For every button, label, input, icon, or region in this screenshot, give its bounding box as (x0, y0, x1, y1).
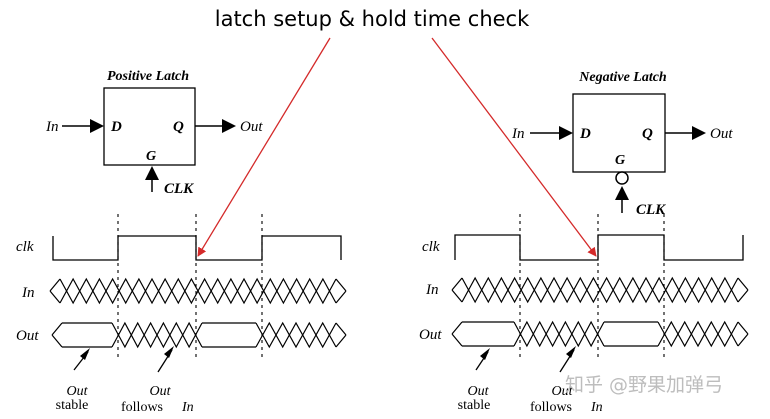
right-stable-out-word: Out (468, 384, 490, 399)
positive-latch-waveforms: clk In Out Out stable Out follows In (16, 214, 347, 415)
right-follows-pointer-head (566, 346, 576, 358)
bus-taper (335, 322, 347, 348)
negative-latch-symbol: Negative Latch In D Q G Out CLK (511, 70, 733, 218)
left-in-waveform (49, 277, 347, 305)
arrow-to-negative-edge (431, 37, 597, 257)
negative-latch-clk-label: CLK (636, 202, 666, 218)
bus-taper (335, 278, 347, 304)
positive-latch-d-pin: D (110, 119, 122, 135)
watermark: 知乎 @野果加弹弓 (565, 374, 723, 396)
negative-latch-waveforms: clk In Out Out stable Out follows In (419, 214, 749, 415)
positive-latch-out-label: Out (240, 119, 263, 135)
negative-latch-clk-arrow (615, 186, 629, 200)
left-clk-label: clk (16, 239, 34, 255)
bus-crossing-line (657, 320, 739, 348)
left-follows-text: follows (121, 400, 163, 415)
positive-latch-symbol: Positive Latch In D Q G Out CLK (45, 69, 263, 197)
right-in-waveform (451, 276, 749, 304)
bus-crossing-line (111, 321, 203, 349)
right-follows-out-word: Out (552, 384, 574, 399)
bus-crossing-line (59, 277, 337, 305)
left-stable-out-word: Out (67, 384, 89, 399)
bus-taper (51, 322, 63, 348)
bus-crossing-line (657, 320, 739, 348)
left-out-label: Out (16, 328, 39, 344)
positive-latch-in-arrow (90, 119, 104, 133)
left-stable-pointer-head (80, 348, 90, 360)
bus-taper (737, 277, 749, 303)
bus-taper (737, 321, 749, 347)
bus-taper (49, 278, 61, 304)
positive-latch-heading: Positive Latch (107, 69, 189, 84)
left-stable-text: stable (56, 398, 89, 413)
negative-latch-heading: Negative Latch (578, 70, 667, 85)
bus-crossing-line (461, 276, 739, 304)
right-clk-waveform (454, 234, 744, 261)
right-stable-pointer-head (480, 348, 490, 360)
bus-crossing-line (255, 321, 337, 349)
negative-latch-out-label: Out (710, 126, 733, 142)
diagram-title: latch setup & hold time check (215, 7, 530, 31)
right-in-label: In (425, 282, 439, 298)
arrow-to-positive-edge (197, 37, 331, 257)
left-follows-out-word: Out (150, 384, 172, 399)
right-stable-text: stable (458, 398, 491, 413)
left-follows-pointer-head (164, 346, 174, 358)
right-follows-text: follows (530, 400, 572, 415)
positive-latch-clk-label: CLK (164, 181, 194, 197)
left-clk-waveform (52, 235, 342, 261)
left-follows-in-word: In (181, 400, 194, 415)
positive-latch-out-arrow (222, 119, 236, 133)
right-follows-in-word: In (590, 400, 603, 415)
right-out-waveform (451, 320, 749, 348)
negative-latch-in-label: In (511, 126, 525, 142)
negative-latch-in-arrow (559, 126, 573, 140)
right-guide-lines (519, 214, 665, 360)
negative-latch-d-pin: D (579, 126, 591, 142)
bus-taper (451, 277, 463, 303)
positive-latch-clk-arrow (145, 166, 159, 180)
positive-latch-g-pin: G (146, 149, 156, 164)
bus-taper (451, 321, 463, 347)
negative-latch-inversion-bubble (615, 171, 629, 185)
right-out-label: Out (419, 327, 442, 343)
bus-crossing-line (513, 320, 605, 348)
left-out-waveform (51, 321, 347, 349)
right-clk-label: clk (422, 239, 440, 255)
positive-latch-in-label: In (45, 119, 59, 135)
negative-latch-out-arrow (692, 126, 706, 140)
bus-crossing-line (255, 321, 337, 349)
positive-latch-q-pin: Q (173, 119, 184, 135)
left-in-label: In (21, 285, 35, 301)
negative-latch-q-pin: Q (642, 126, 653, 142)
negative-latch-g-pin: G (615, 153, 625, 168)
